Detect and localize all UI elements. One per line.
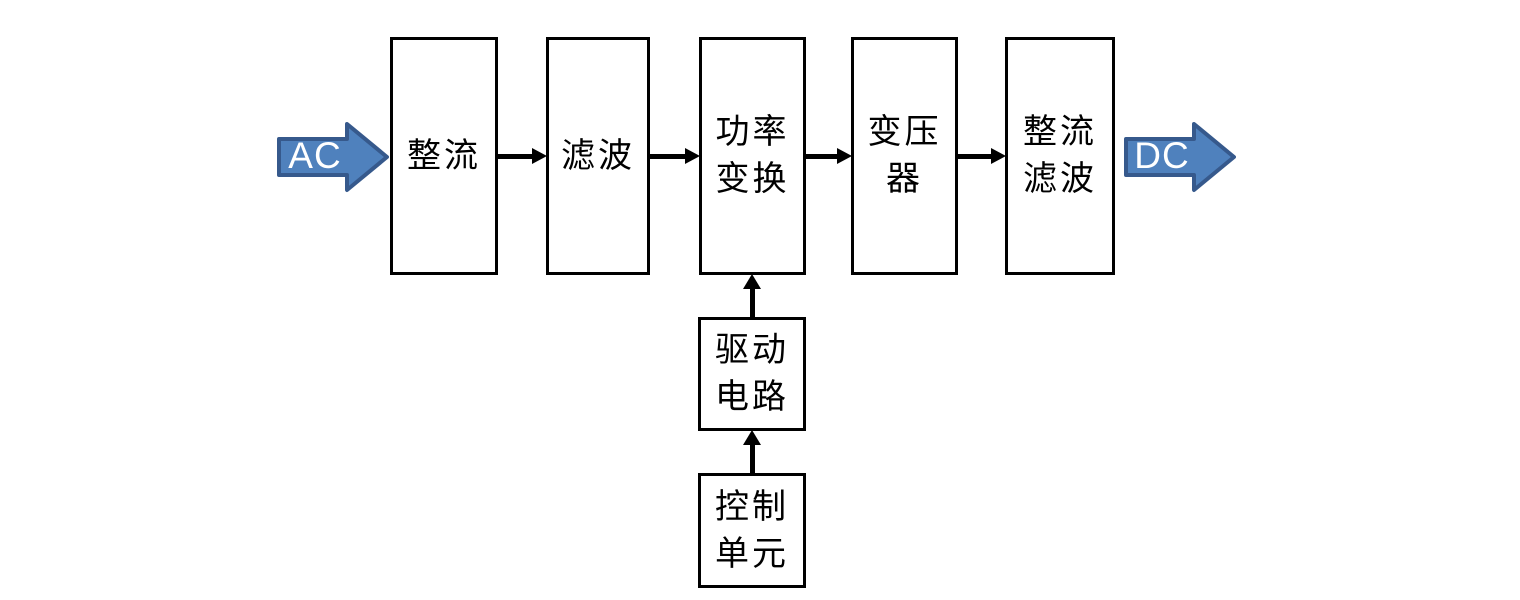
block-control-unit: 控制 单元: [698, 473, 806, 588]
ac-arrow-shape: [277, 122, 389, 192]
block-rectifier-label: 整流: [407, 133, 481, 180]
label-line: 功率: [715, 112, 790, 152]
connector-transformer-to-rectifier-filter: [958, 148, 1006, 164]
right-block-arrow-icon: [1124, 122, 1236, 192]
label-line: 电路: [715, 377, 789, 417]
arrowhead-right-icon: [532, 148, 547, 164]
ac-input-arrow: AC: [277, 120, 389, 194]
connector-line: [749, 442, 755, 473]
label-line: 驱动: [715, 330, 789, 370]
label-line: 器: [886, 159, 923, 199]
connector-rectifier-to-filter: [498, 148, 547, 164]
label-line: 控制: [715, 486, 789, 527]
dc-arrow-shape: [1124, 122, 1236, 192]
connector-line: [749, 286, 755, 317]
connector-control-unit-to-drive-circuit: [743, 430, 761, 473]
arrowhead-up-icon: [743, 430, 761, 445]
dc-output-arrow: DC: [1124, 120, 1236, 194]
block-power-conversion-label: 功率 变换: [716, 109, 790, 203]
label-line: 单元: [715, 533, 789, 574]
connector-line: [958, 153, 993, 159]
block-filter: 滤波: [546, 37, 650, 275]
block-control-unit-label: 控制 单元: [715, 484, 789, 578]
dc-label: DC: [1134, 135, 1190, 177]
block-rectifier: 整流: [390, 37, 498, 275]
label-line: 滤波: [1023, 159, 1097, 199]
block-transformer: 变压 器: [851, 37, 958, 275]
block-rectifier-filter-label: 整流 滤波: [1023, 109, 1097, 203]
connector-line: [498, 153, 534, 159]
block-power-conversion: 功率 变换: [699, 37, 806, 275]
ac-label: AC: [288, 135, 342, 177]
arrowhead-right-icon: [837, 148, 852, 164]
arrowhead-right-icon: [685, 148, 700, 164]
label-line: 滤波: [561, 135, 635, 176]
right-block-arrow-icon: [277, 122, 389, 192]
connector-line: [806, 153, 839, 159]
arrowhead-up-icon: [743, 274, 761, 289]
block-drive-circuit-label: 驱动 电路: [715, 327, 789, 421]
connector-drive-circuit-to-power-conversion: [743, 274, 761, 317]
label-line: 整流: [407, 135, 481, 176]
block-transformer-label: 变压 器: [868, 109, 942, 203]
arrowhead-right-icon: [991, 148, 1006, 164]
block-filter-label: 滤波: [561, 133, 635, 180]
label-line: 变压: [867, 112, 942, 152]
block-drive-circuit: 驱动 电路: [698, 317, 806, 431]
connector-filter-to-power-conversion: [650, 148, 700, 164]
connector-power-conversion-to-transformer: [806, 148, 852, 164]
block-rectifier-filter: 整流 滤波: [1005, 37, 1115, 275]
label-line: 变换: [715, 159, 790, 199]
label-line: 整流: [1023, 112, 1097, 152]
connector-line: [650, 153, 687, 159]
